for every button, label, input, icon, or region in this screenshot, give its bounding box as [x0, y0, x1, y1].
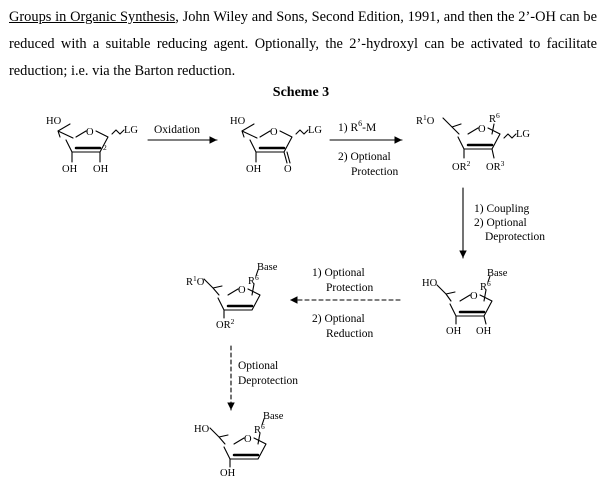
- body-paragraph: Groups in Organic Synthesis, John Wiley …: [9, 4, 597, 85]
- label-step4-line1: 1) Optional: [312, 267, 365, 279]
- atom-label: LG: [516, 129, 530, 140]
- compound-2: HO O LG OH O: [230, 116, 322, 175]
- atom-label: O: [284, 164, 292, 175]
- atom-label: 2: [103, 143, 107, 152]
- atom-label: HO: [194, 424, 210, 435]
- label-step5-line2: Deprotection: [238, 375, 298, 387]
- atom-label: OR2: [216, 317, 235, 331]
- atom-label: O: [478, 124, 486, 135]
- atom-label: R1O: [416, 113, 435, 127]
- label-step3-line2: 2) Optional: [474, 217, 527, 229]
- atom-label: HO: [422, 278, 438, 289]
- atom-label: OR2: [452, 159, 471, 173]
- scheme-title: Scheme 3: [272, 85, 330, 100]
- atom-label: HO: [230, 116, 246, 127]
- label-step5-line1: Optional: [238, 360, 278, 372]
- atom-label: OH: [62, 164, 78, 175]
- atom-label: Base: [257, 262, 278, 273]
- label-step4-line2: Protection: [326, 282, 374, 294]
- label-step3-line1: 1) Coupling: [474, 203, 530, 215]
- label-step2-line2: 2) Optional: [338, 151, 391, 163]
- atom-label: OH: [446, 326, 462, 337]
- atom-label: OH: [246, 164, 262, 175]
- label-step3-line3: Deprotection: [485, 231, 545, 243]
- atom-label: Base: [487, 268, 508, 279]
- label-step4-line3: 2) Optional: [312, 313, 365, 325]
- atom-label: Base: [263, 411, 284, 422]
- label-step2-line3: Protection: [351, 166, 399, 178]
- compound-3: R1O O R6 LG OR2 OR3: [416, 111, 530, 173]
- atom-label: O: [270, 127, 278, 138]
- atom-label: R6: [248, 273, 259, 287]
- atom-label: HO: [46, 116, 62, 127]
- atom-label: O: [470, 291, 478, 302]
- atom-label: LG: [308, 125, 322, 136]
- atom-label: R6: [254, 422, 265, 436]
- label-step2-line1: 1) R6-M: [338, 119, 376, 134]
- label-oxidation: Oxidation: [154, 124, 200, 136]
- atom-label: LG: [124, 125, 138, 136]
- paragraph-text: , John Wiley and Sons, Second Edition, 1…: [9, 9, 597, 79]
- atom-label: R6: [480, 279, 491, 293]
- atom-label: O: [238, 285, 246, 296]
- atom-label: OH: [93, 164, 109, 175]
- atom-label: OH: [476, 326, 492, 337]
- compound-4: HO O R6 Base OH OH: [422, 268, 508, 337]
- compound-1: HO O LG OH OH 2: [46, 116, 138, 175]
- reference-title: Groups in Organic Synthesis: [9, 9, 176, 25]
- atom-label: O: [244, 434, 252, 445]
- atom-label: OH: [220, 468, 236, 479]
- compound-5: R1O O R6 Base OR2: [186, 262, 278, 331]
- atom-label: R1O: [186, 274, 205, 288]
- atom-label: O: [86, 127, 94, 138]
- atom-label: OR3: [486, 159, 505, 173]
- label-step4-line4: Reduction: [326, 328, 374, 340]
- atom-label: R6: [489, 111, 500, 125]
- compound-6: HO O R6 Base OH: [194, 411, 284, 479]
